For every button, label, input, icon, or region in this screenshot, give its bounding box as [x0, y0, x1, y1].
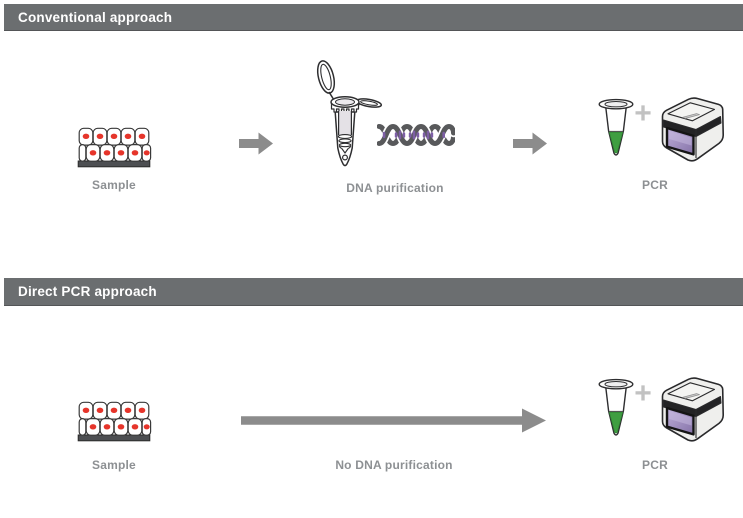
step-label-pcr: PCR [642, 458, 668, 472]
thermocycler-icon [652, 88, 732, 172]
long-arrow-right-icon [241, 407, 547, 434]
step-label-no-dna-purification: No DNA purification [335, 458, 453, 472]
section-title: Direct PCR approach [18, 284, 157, 299]
step-label-pcr: PCR [642, 178, 668, 192]
tissue-cells-icon [77, 127, 153, 168]
step-label-sample: Sample [92, 458, 136, 472]
dna-helix-icon [377, 121, 455, 149]
spin-column-tube-icon [312, 57, 384, 173]
step-label-dna-purification: DNA purification [346, 181, 444, 195]
arrow-right-icon [513, 131, 548, 156]
section-title: Conventional approach [18, 9, 173, 25]
section-header-direct-pcr: Direct PCR approach [4, 278, 743, 306]
thermocycler-icon [652, 368, 732, 452]
section-header-conventional: Conventional approach [4, 4, 743, 31]
plus-sign: + [634, 377, 652, 410]
arrow-right-icon [239, 131, 274, 156]
tissue-cells-icon [77, 401, 153, 442]
plus-sign: + [634, 97, 652, 130]
step-label-sample: Sample [92, 178, 136, 192]
